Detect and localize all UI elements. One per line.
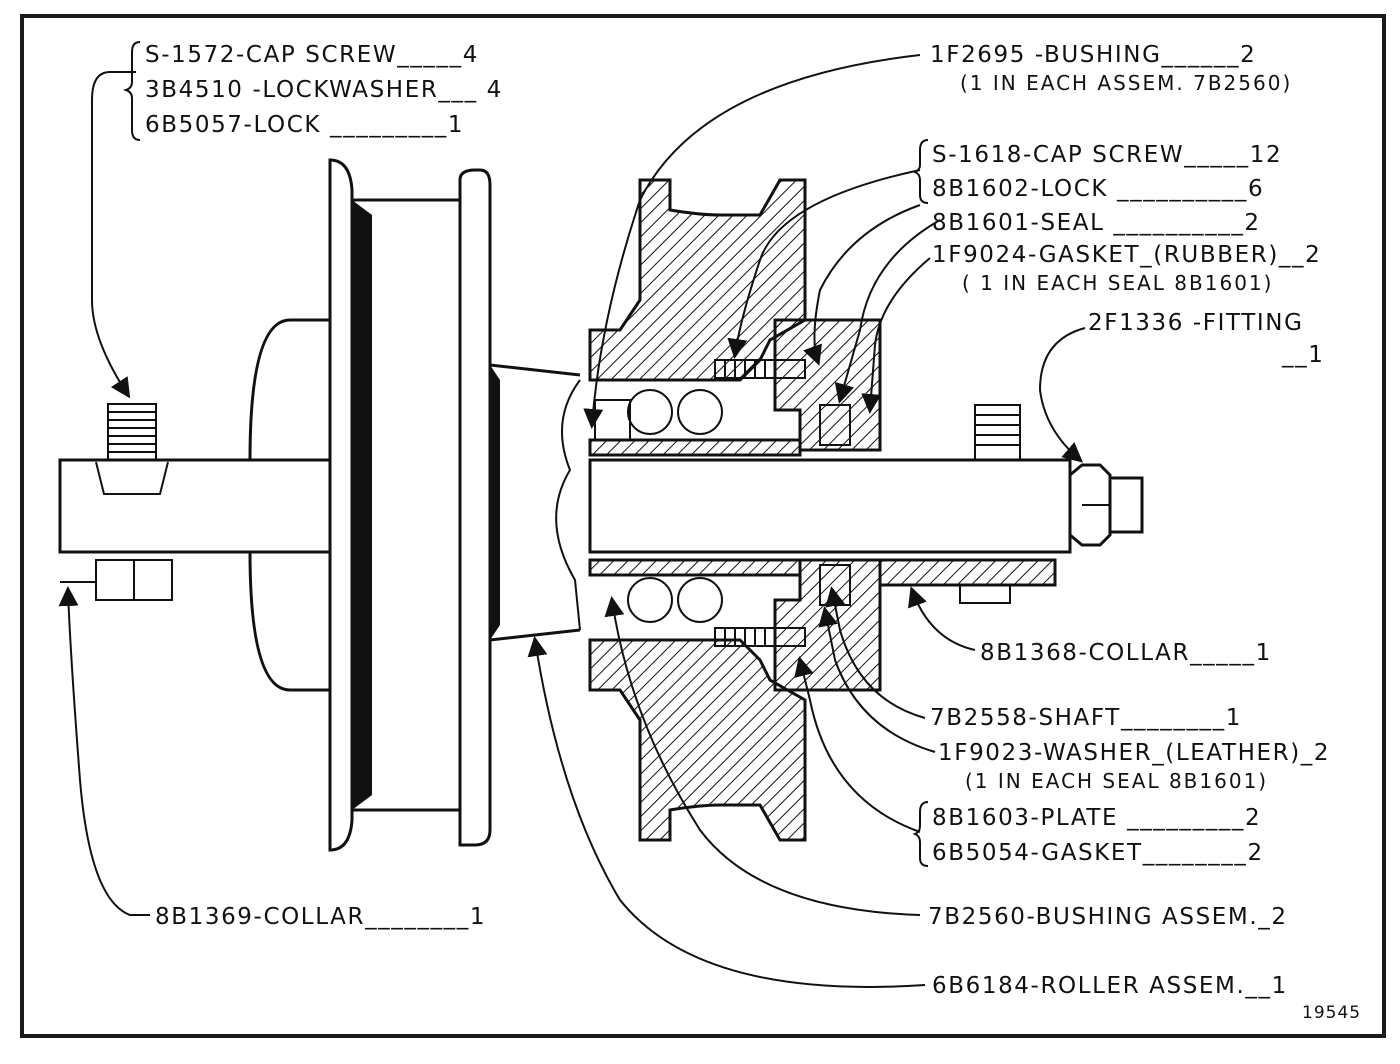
label-brackets	[122, 41, 929, 867]
label-lockwasher: 3B4510 -LOCKWASHER___ 4	[145, 77, 503, 103]
label-roller-assem: 6B6184-ROLLER ASSEM.__1	[932, 973, 1288, 999]
label-fitting-qty: __1	[1281, 342, 1324, 368]
label-bushing-assem: 7B2560-BUSHING ASSEM._2	[928, 904, 1288, 930]
roller-wheel-drawing	[328, 158, 581, 852]
label-seal: 8B1601-SEAL __________2	[932, 210, 1261, 236]
left-collar-drawing	[58, 318, 332, 692]
label-bushing-note: (1 IN EACH ASSEM. 7B2560)	[960, 71, 1292, 95]
hub-section-drawing	[588, 178, 882, 842]
label-gasket-rubber: 1F9024-GASKET_(RUBBER)__2	[932, 242, 1321, 268]
label-shaft: 7B2558-SHAFT________1	[930, 705, 1242, 731]
figure-number: 19545	[1302, 1003, 1361, 1023]
label-plate: 8B1603-PLATE _________2	[932, 805, 1261, 831]
label-gasket-rubber-note: ( 1 IN EACH SEAL 8B1601)	[962, 271, 1273, 295]
label-lock-1: 6B5057-LOCK _________1	[145, 112, 464, 138]
label-collar-left: 8B1369-COLLAR________1	[155, 904, 486, 930]
label-collar-right: 8B1368-COLLAR_____1	[980, 640, 1272, 666]
figure-frame	[20, 14, 1386, 1038]
shaft-drawing	[588, 404, 1144, 604]
label-cap-screw-2: S-1618-CAP SCREW_____12	[932, 142, 1282, 168]
label-lock-2: 8B1602-LOCK __________6	[932, 176, 1264, 202]
leader-lines	[58, 54, 1086, 988]
label-fitting: 2F1336 -FITTING	[1088, 310, 1304, 336]
label-bushing: 1F2695 -BUSHING______2	[930, 42, 1256, 68]
label-gasket: 6B5054-GASKET________2	[932, 840, 1264, 866]
label-washer-leather-note: (1 IN EACH SEAL 8B1601)	[965, 769, 1268, 793]
label-washer-leather: 1F9023-WASHER_(LEATHER)_2	[938, 740, 1330, 766]
label-cap-screw-1: S-1572-CAP SCREW_____4	[145, 42, 479, 68]
